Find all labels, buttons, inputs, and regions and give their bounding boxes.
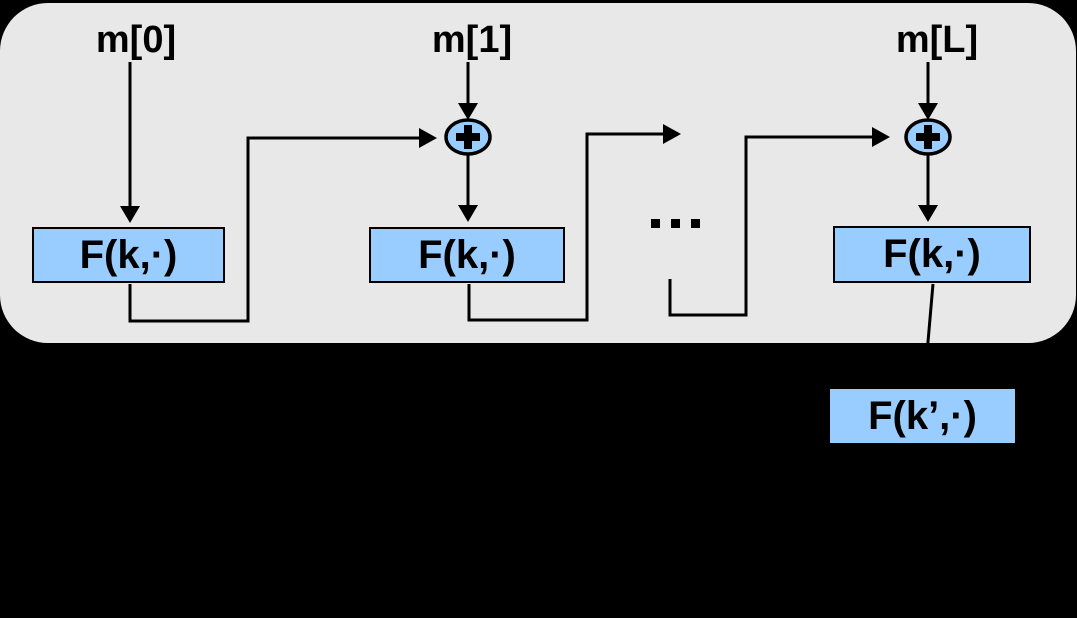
message-block-label-m1: m[1]: [431, 19, 513, 61]
arrow-mL-to-xor2: [918, 62, 938, 120]
cascade-panel: [0, 3, 1076, 343]
wire-box1-to-xor1: [128, 128, 437, 323]
xor-icon: [444, 118, 492, 156]
wire-box2-to-ellipsis: [467, 124, 681, 322]
wire-ellipsis-to-xor2: [668, 127, 890, 317]
arrow-xor1-to-box2: [458, 155, 478, 222]
prf-box-2: F(k,·): [369, 227, 565, 283]
message-block-label-m0: m[0]: [95, 19, 177, 61]
arrow-m1-to-xor1: [458, 62, 478, 120]
ellipsis-dot: [651, 219, 660, 228]
xor-icon: [904, 118, 952, 156]
arrow-xor2-to-boxL: [918, 155, 938, 222]
ellipsis-dot: [671, 219, 680, 228]
ellipsis-icon: [651, 219, 700, 228]
wire-boxL-to-final-box: [922, 283, 935, 389]
prf-box-1: F(k,·): [32, 227, 225, 283]
prf-box-L: F(k,·): [833, 226, 1031, 283]
ellipsis-dot: [691, 219, 700, 228]
arrow-m0-to-box1: [120, 62, 140, 223]
final-prf-box: F(k’,·): [828, 387, 1017, 445]
message-block-label-mL: m[L]: [895, 19, 979, 61]
